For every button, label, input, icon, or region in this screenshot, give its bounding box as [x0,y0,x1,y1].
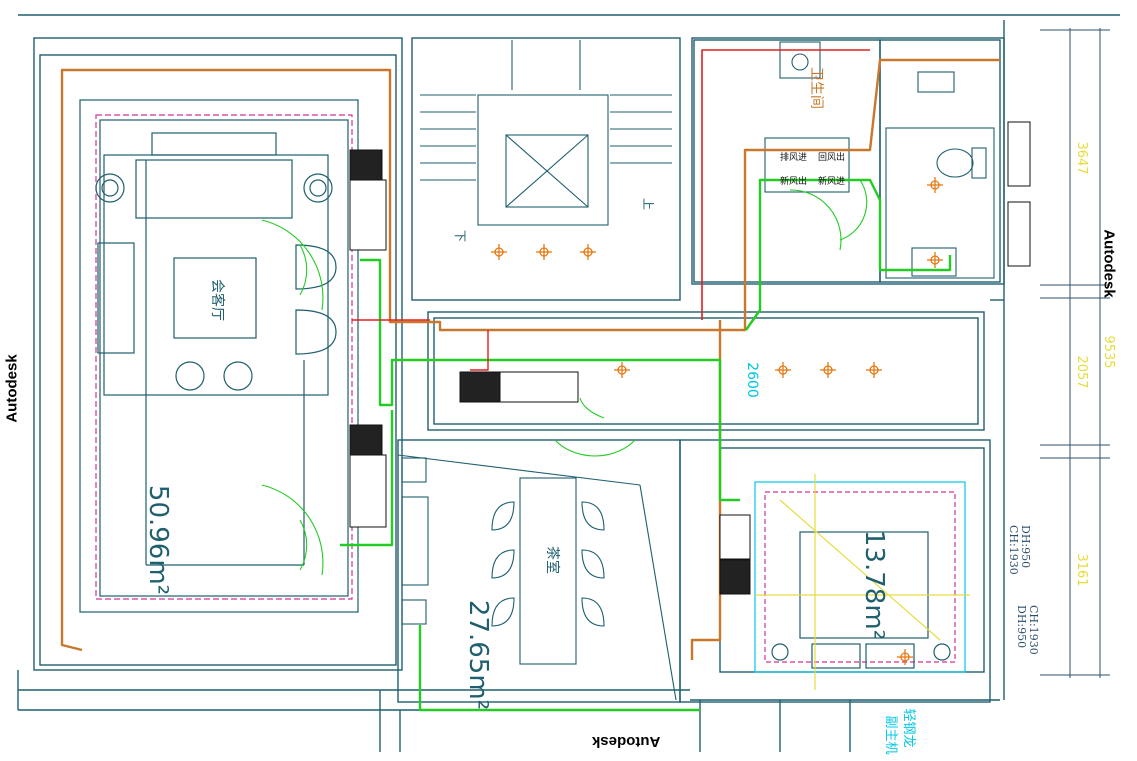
fan-label-b: 新风出 [780,175,807,187]
dimension-2057: 2057 [1074,355,1089,388]
living-room-area: 50.96m² [143,485,173,595]
stair-core [420,40,672,226]
living-room [79,99,359,613]
light-fixtures [491,177,943,665]
ch-label-1: CH:1930 [1007,525,1020,575]
stair-down-label: 下 [453,230,467,242]
bottom-cyan-label-1: 轻钢龙 [901,708,916,747]
master-room-area: 13.78m² [859,530,889,640]
dimension-3647: 3647 [1074,141,1089,174]
dimension-lines [1040,28,1110,678]
fan-label-d: 新风进 [818,175,845,187]
tea-room [397,454,677,701]
watermark-bottom: Autodesk [592,733,661,750]
bottom-cyan-label-2: 副主机 [883,715,898,754]
hvac-units [349,121,1031,595]
bathroom-name: 卫生间 [808,67,824,109]
watermark-right: Autodesk [1100,229,1118,298]
dimension-9535: 9535 [1101,335,1116,368]
height-mark: 2600 [744,362,760,398]
pipes [60,49,1000,712]
ch-label-2: CH:1930 [1027,605,1040,655]
tea-room-name: 茶室 [544,546,561,574]
bathroom [764,41,995,279]
watermark-left: Autodesk [3,354,21,423]
fan-label-c: 回风出 [818,151,845,163]
door-swings [261,179,868,576]
stair-up-label: 上 [641,198,655,210]
dh-label-2: DH:950 [1015,605,1028,648]
living-room-name: 会客厅 [209,279,226,321]
master-room [754,474,970,690]
tea-room-area: 27.65m² [463,600,493,710]
fan-label-a: 排风进 [780,151,807,163]
dh-label-1: DH:950 [1019,525,1032,568]
dimension-3161: 3161 [1074,553,1089,586]
building-outline [17,14,1120,752]
